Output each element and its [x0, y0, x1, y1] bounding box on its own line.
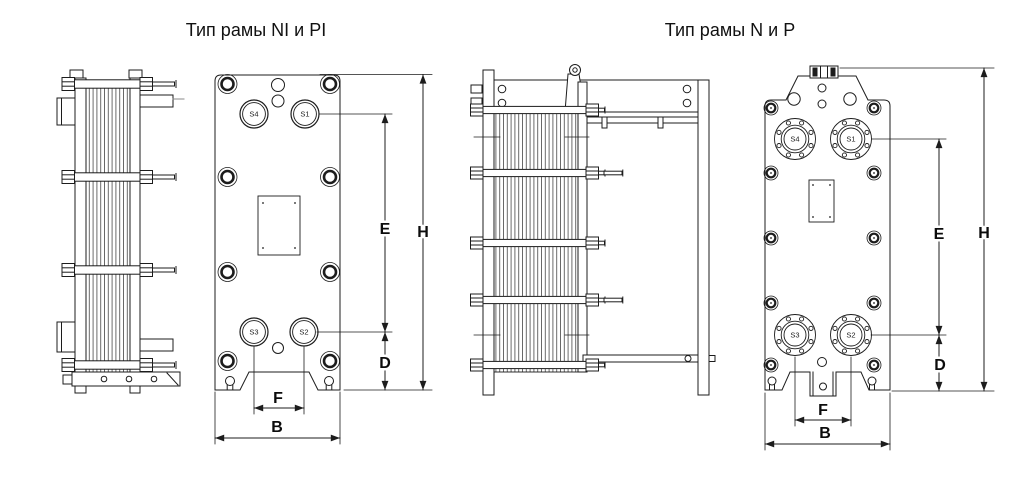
port-s1-label: S1 — [300, 110, 309, 119]
tie-bolt — [61, 358, 177, 372]
diagram-frame-np: Тип рамы N и P — [470, 20, 995, 451]
np-front-view: S4 S1 S3 S2 — [762, 65, 891, 397]
diagram-title: Тип рамы N и P — [665, 20, 795, 40]
dim-label-E: E — [380, 221, 391, 238]
lower-guide-bar — [582, 354, 716, 363]
top-hole — [817, 83, 827, 93]
edge-bolt — [762, 294, 780, 312]
dim-label-B: B — [819, 425, 831, 442]
plate-pack — [493, 99, 579, 373]
port-s3-label: S3 — [790, 331, 799, 340]
dim-label-E: E — [934, 226, 945, 243]
dim-label-F: F — [273, 390, 283, 407]
edge-bolt — [762, 99, 780, 117]
nameplate — [257, 195, 301, 256]
port-s3-label: S3 — [249, 328, 258, 337]
port-s4-label: S4 — [249, 110, 258, 119]
diagram-title: Тип рамы NI и PI — [186, 20, 326, 40]
fixed-plate — [74, 77, 87, 394]
edge-bolt — [762, 164, 780, 182]
dim-label-H: H — [417, 224, 429, 241]
carrying-bar-stub — [139, 94, 174, 108]
top-hole — [271, 94, 285, 108]
np-side-view — [470, 64, 716, 396]
edge-bolt — [762, 229, 780, 247]
dim-label-D: D — [934, 357, 946, 374]
tie-bolt — [61, 170, 177, 184]
carrying-bar-section — [809, 65, 839, 79]
edge-bolt — [762, 356, 780, 374]
edge-bolt — [865, 356, 883, 374]
pressure-plate — [577, 81, 588, 373]
support-column — [697, 79, 710, 396]
pressure-plate — [129, 77, 141, 394]
nipi-side-view — [56, 69, 185, 394]
tie-bolt — [61, 77, 177, 91]
lifting-hole — [843, 92, 857, 106]
plate-pack — [85, 85, 131, 373]
foot-slot — [767, 376, 877, 391]
nameplate — [808, 179, 835, 223]
port-s2-label: S2 — [299, 328, 308, 337]
np-dimensions: E H D F B — [764, 67, 995, 451]
dim-label-B: B — [271, 419, 283, 436]
port-s2-label: S2 — [846, 331, 855, 340]
nozzle-stub — [56, 321, 76, 353]
guide-bar-stub — [139, 338, 174, 352]
centerline-ticks — [473, 136, 590, 336]
frame-plate-outline — [214, 74, 341, 391]
center-foot — [812, 371, 834, 397]
diagram-frame-nipi: Тип рамы NI и PI — [56, 20, 433, 445]
bottom-hole — [817, 357, 827, 367]
foot-bracket — [62, 371, 181, 387]
port-s1-label: S1 — [846, 135, 855, 144]
port-s4-label: S4 — [790, 135, 799, 144]
nozzle-stub — [56, 97, 76, 126]
edge-bolt — [865, 164, 883, 182]
edge-bolt — [865, 99, 883, 117]
top-hole — [271, 78, 285, 92]
dim-label-D: D — [379, 355, 391, 372]
edge-bolt — [865, 229, 883, 247]
nipi-dimensions: E H D F B — [214, 74, 433, 445]
bottom-hole — [272, 342, 284, 354]
lifting-hole — [787, 92, 801, 106]
dim-label-H: H — [978, 225, 990, 242]
tie-bolt — [61, 263, 177, 277]
foot-slot — [225, 376, 334, 391]
dim-label-F: F — [818, 402, 828, 419]
fixed-plate — [482, 69, 495, 396]
upper-guide-bar — [586, 116, 701, 129]
nipi-front-view: S4 S1 S3 S2 — [214, 73, 341, 391]
top-hole — [817, 99, 827, 109]
edge-bolt — [865, 294, 883, 312]
